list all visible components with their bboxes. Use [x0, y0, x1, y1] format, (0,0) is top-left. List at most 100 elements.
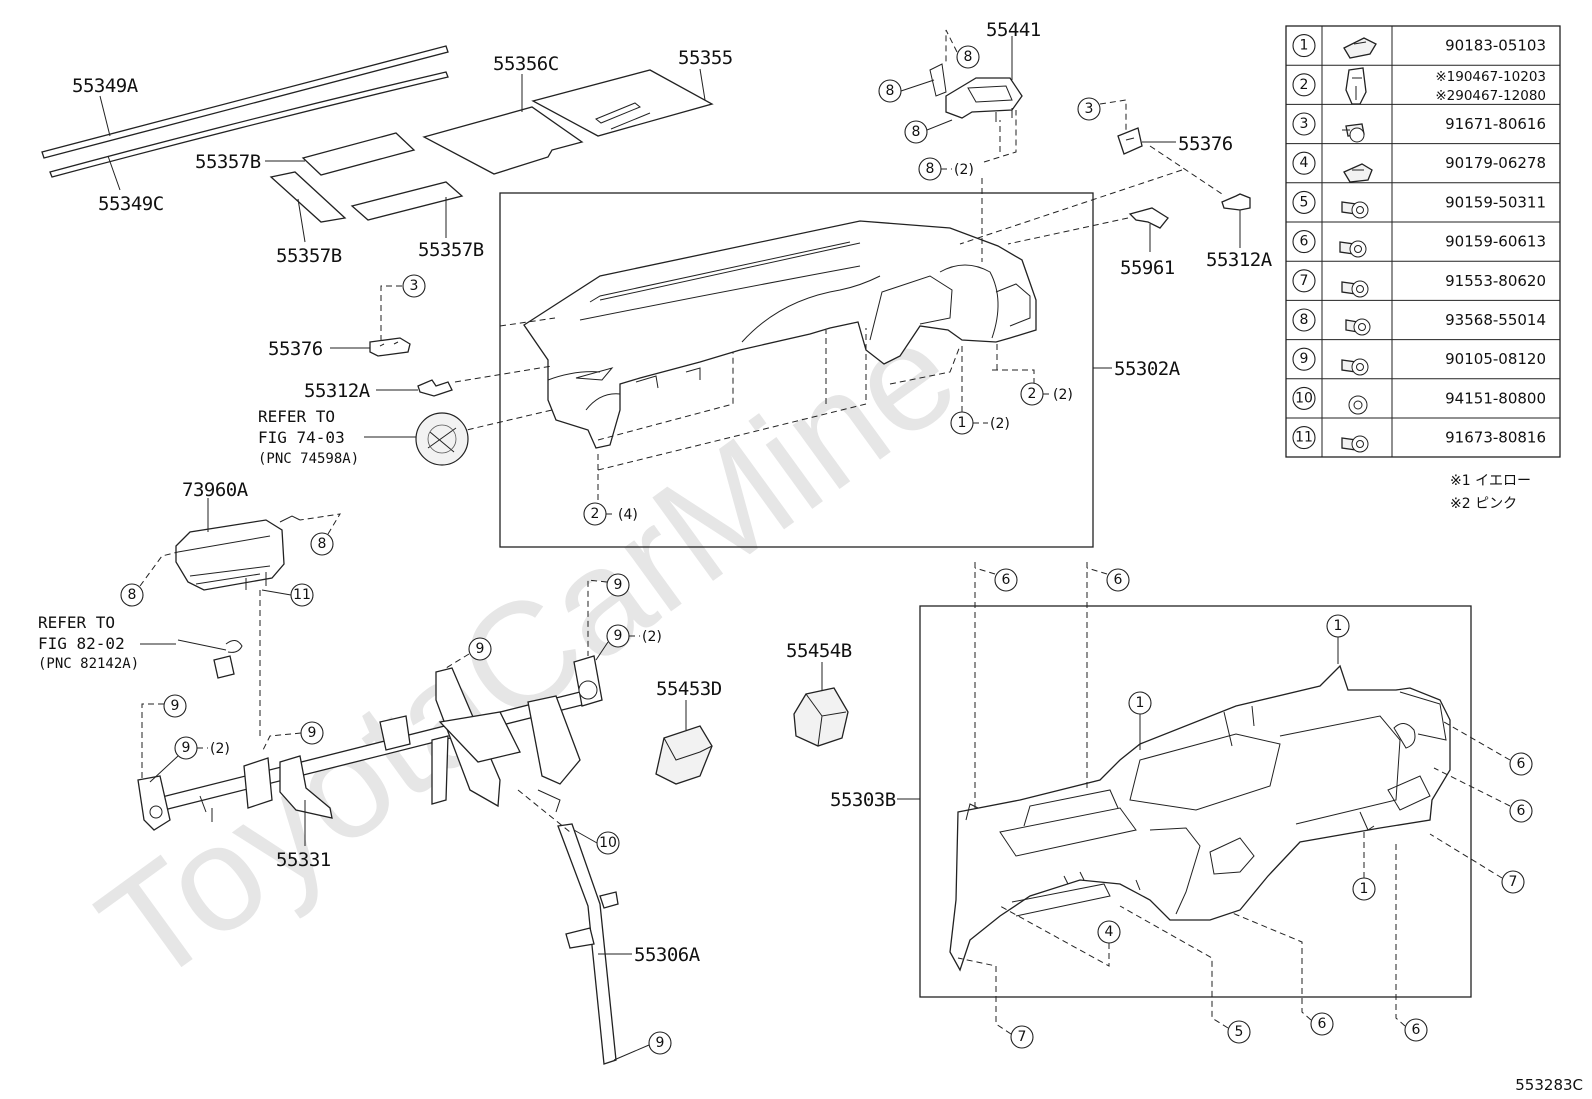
- pad-55357B-a[interactable]: [301, 132, 416, 176]
- label-55357B-2: 55357B: [276, 245, 342, 267]
- table-row-number-circle: [1292, 347, 1316, 371]
- svg-text:4: 4: [1105, 924, 1114, 940]
- label-55376-right: 55376: [1178, 133, 1233, 155]
- bolt-icon-8: [1345, 318, 1371, 336]
- svg-text:8: 8: [886, 83, 895, 99]
- table-part-number: 93568-55014: [1445, 311, 1546, 329]
- callout-4: 4: [1097, 920, 1121, 944]
- clip-55312A-right[interactable]: [1221, 193, 1251, 211]
- callout-1-low: 1: [1352, 877, 1376, 901]
- callout-3-right: 3: [1077, 97, 1101, 121]
- callout-1-mid: 1: [1128, 691, 1152, 715]
- bracket-55441[interactable]: [929, 63, 1023, 122]
- table-row-number: 9: [1300, 351, 1309, 367]
- bolt-icon-7: [1341, 280, 1369, 298]
- svg-text:9: 9: [308, 725, 317, 741]
- pad-55453D[interactable]: [655, 725, 713, 785]
- svg-text:5: 5: [1235, 1024, 1244, 1040]
- table-part-number: 90159-50311: [1445, 193, 1546, 211]
- table-part-number: ※190467-10203: [1435, 69, 1546, 85]
- diagram-code: 553283C: [1515, 1076, 1583, 1094]
- svg-text:8: 8: [318, 536, 327, 552]
- knee-airbag-73960A[interactable]: [175, 515, 301, 591]
- label-55306A: 55306A: [634, 944, 701, 966]
- callout-2-qty2: 2 (2): [1020, 382, 1073, 406]
- svg-text:8: 8: [128, 587, 137, 603]
- bolt-icon-6: [1339, 240, 1367, 258]
- table-row-number: 11: [1295, 430, 1313, 446]
- bolt-icon-5: [1341, 201, 1369, 219]
- ref-fig8202-line3: (PNC 82142A): [38, 656, 139, 672]
- ref-fig7403-line3: (PNC 74598A): [258, 451, 359, 467]
- callout-11: 11: [290, 583, 314, 607]
- bolt-icon-9: [1341, 358, 1369, 376]
- svg-text:9: 9: [656, 1035, 665, 1051]
- svg-text:6: 6: [1114, 572, 1123, 588]
- svg-text:3: 3: [410, 278, 419, 294]
- table-part-number: ※290467-12080: [1435, 88, 1546, 104]
- brace-55306A[interactable]: [557, 823, 619, 1065]
- table-row-number-circle: [1292, 426, 1316, 450]
- table-row-number-circle: [1292, 151, 1316, 175]
- note-1-yellow: ※1 イエロー: [1450, 473, 1531, 489]
- table-row-number: 2: [1300, 77, 1309, 93]
- instrument-panel-55302A[interactable]: [523, 220, 1037, 449]
- table-part-number: 90105-08120: [1445, 350, 1546, 368]
- label-55302A: 55302A: [1114, 358, 1181, 380]
- pad-55454B[interactable]: [793, 687, 849, 747]
- table-row-number: 4: [1300, 155, 1309, 171]
- lower-panel-55303B[interactable]: [949, 664, 1451, 972]
- table-row-number: 7: [1300, 273, 1309, 289]
- clip-55312A-left[interactable]: [417, 379, 453, 397]
- airbag-emblem-ref: [415, 412, 469, 466]
- label-73960A: 73960A: [182, 479, 249, 501]
- table-row-number: 5: [1300, 194, 1309, 210]
- svg-text:3: 3: [1085, 101, 1094, 117]
- callout-6-top-b: 6: [1106, 568, 1130, 592]
- label-55356C: 55356C: [493, 53, 559, 75]
- table-row-number: 3: [1300, 116, 1309, 132]
- ref-fig8202-line1: REFER TO: [38, 613, 115, 632]
- svg-text:6: 6: [1517, 803, 1526, 819]
- callout-6-bottom-a: 6: [1310, 1012, 1334, 1036]
- windshield-strip-55349A[interactable]: [41, 45, 449, 159]
- pad-55355[interactable]: [531, 69, 714, 137]
- callout-8-airbag-right: 8: [310, 532, 334, 556]
- table-row-number-circle: [1292, 112, 1316, 136]
- callout-9-qty2-right: 9 (2): [606, 624, 662, 648]
- clip-nut-icon-2: [1343, 163, 1373, 183]
- svg-text:9: 9: [476, 641, 485, 657]
- callout-5: 5: [1227, 1020, 1251, 1044]
- pad-55356C[interactable]: [422, 106, 584, 175]
- callout-3-left: 3: [402, 274, 426, 298]
- clip-icon: [1345, 67, 1367, 105]
- label-55303B: 55303B: [830, 789, 896, 811]
- pad-55357B-c[interactable]: [350, 181, 464, 221]
- cover-55961[interactable]: [1128, 207, 1169, 229]
- pad-55357B-b[interactable]: [269, 171, 347, 223]
- sensor-ref-82142A: [177, 639, 243, 679]
- table-row-number-circle: [1292, 34, 1316, 58]
- callout-6-right-a: 6: [1509, 752, 1533, 776]
- table-part-number: 90159-60613: [1445, 233, 1546, 251]
- svg-text:(2): (2): [1053, 387, 1073, 403]
- label-55357B-1: 55357B: [195, 151, 261, 173]
- label-55961: 55961: [1120, 257, 1175, 279]
- table-row-number-circle: [1292, 73, 1316, 97]
- bracket-55376-right[interactable]: [1117, 127, 1143, 155]
- bracket-55376-left[interactable]: [369, 337, 411, 357]
- svg-text:7: 7: [1509, 874, 1518, 890]
- table-part-number: 91553-80620: [1445, 272, 1546, 290]
- svg-text:8: 8: [912, 124, 921, 140]
- callout-2-qty4: 2 (4): [583, 502, 638, 526]
- reinforcement-55331[interactable]: [137, 655, 603, 831]
- label-55357B-3: 55357B: [418, 239, 484, 261]
- svg-text:(2): (2): [642, 629, 662, 645]
- windshield-strip-55349C[interactable]: [49, 71, 449, 178]
- nut-icon-10: [1348, 395, 1368, 415]
- label-55312A-right: 55312A: [1206, 249, 1273, 271]
- svg-text:9: 9: [171, 698, 180, 714]
- label-55331: 55331: [276, 849, 331, 871]
- table-part-number: 91671-80616: [1445, 115, 1546, 133]
